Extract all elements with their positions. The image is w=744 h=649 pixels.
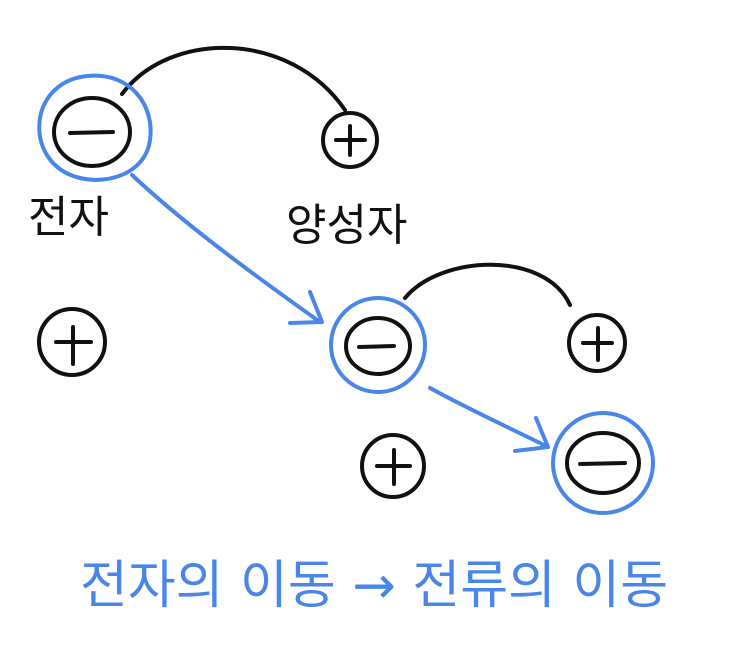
proton-4-ring xyxy=(360,433,426,499)
arrowhead-2 xyxy=(513,416,550,453)
proton-2-ring xyxy=(37,307,107,377)
electron-1-halo xyxy=(37,73,153,182)
proton-1-ring xyxy=(321,111,379,169)
arrow-electron-flow-1 xyxy=(130,173,322,324)
electron-label: 전자 xyxy=(28,192,109,243)
wire-top xyxy=(120,45,347,112)
electron-3-halo xyxy=(551,411,655,515)
electron-1 xyxy=(37,73,153,182)
caption: 전자의 이동 → 전류의 이동 xyxy=(80,556,668,616)
electron-1-ring xyxy=(52,96,132,168)
electron-2-ring xyxy=(344,316,412,376)
minus-icon xyxy=(68,130,115,135)
arrow-electron-flow-2 xyxy=(428,386,550,449)
proton-2 xyxy=(37,307,107,377)
electron-2 xyxy=(329,296,427,394)
minus-icon xyxy=(357,344,396,349)
cation-label: 양성자 xyxy=(286,200,407,251)
proton-4 xyxy=(360,433,426,499)
minus-icon xyxy=(578,461,627,466)
arrowhead-1 xyxy=(288,290,324,325)
proton-1 xyxy=(321,111,379,169)
electron-3 xyxy=(551,411,655,515)
proton-3-ring xyxy=(567,313,627,373)
proton-3 xyxy=(567,313,627,373)
wire-middle xyxy=(403,262,572,307)
electron-2-halo xyxy=(329,296,427,394)
electron-3-ring xyxy=(565,431,641,495)
